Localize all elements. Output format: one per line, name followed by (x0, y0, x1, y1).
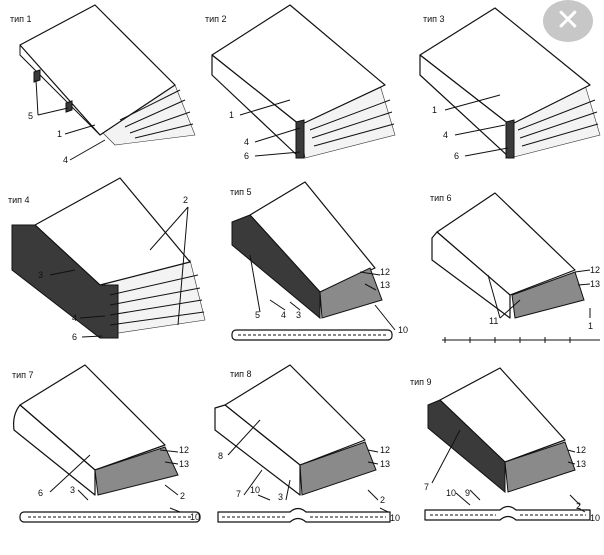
callout-label: 11 (489, 316, 498, 326)
page-lines (517, 99, 599, 147)
callout-label: 7 (424, 482, 429, 492)
panel-type-8: тип 8 12 13 8 7 10 3 2 10 (214, 364, 400, 523)
callout-label: 8 (218, 451, 223, 461)
panel-header: тип 2 (205, 14, 227, 24)
callout-label: 12 (179, 445, 189, 455)
callout-label: 2 (576, 501, 581, 511)
page-lines (109, 274, 205, 326)
page-lines (119, 89, 194, 139)
callout-label: 10 (590, 513, 600, 523)
case-board (217, 507, 391, 523)
callout-label: 4 (63, 155, 68, 165)
case-board (231, 329, 393, 341)
callout-label: 1 (432, 105, 437, 115)
case-board (424, 505, 591, 521)
callout-label: 10 (390, 513, 400, 523)
callout-label: 5 (255, 310, 260, 320)
callout-label: 1 (57, 129, 62, 139)
callout-label: 12 (576, 445, 586, 455)
callout-label: 13 (590, 279, 600, 289)
callout-label: 12 (380, 445, 390, 455)
panel-type-5: тип 5 12 13 5 4 3 10 (230, 181, 408, 341)
spine-mark (33, 69, 41, 83)
callout-label: 1 (229, 110, 234, 120)
panel-header: тип 3 (423, 14, 445, 24)
book-spine (11, 224, 119, 339)
book-spine (214, 404, 301, 496)
panel-type-9: тип 9 12 13 7 10 9 2 10 (410, 367, 600, 523)
callout-label: 12 (380, 267, 390, 277)
book-cover (19, 4, 176, 136)
panel-type-7: тип 7 12 13 6 3 2 10 (12, 364, 201, 523)
book-spine (13, 404, 96, 496)
book-spine (427, 399, 506, 494)
callout-label: 6 (454, 151, 459, 161)
panel-header: тип 7 (12, 370, 34, 380)
panel-header: тип 9 (410, 377, 432, 387)
callout-label: 6 (38, 488, 43, 498)
book-block (299, 441, 377, 496)
callout-label: 6 (72, 332, 77, 342)
callout-label: 13 (179, 459, 189, 469)
callout-label: 10 (398, 325, 408, 335)
book-block (504, 441, 576, 493)
callout-label: 4 (244, 137, 249, 147)
callout-label: 9 (465, 488, 470, 498)
book-spine (431, 231, 511, 319)
book-spine (231, 214, 321, 320)
callout-label: 4 (281, 310, 286, 320)
book-block (94, 446, 179, 496)
callout-label: 13 (380, 280, 390, 290)
callout-label: 4 (443, 130, 448, 140)
book-block (511, 271, 585, 319)
callout-label: 10 (190, 512, 200, 522)
callout-label: 3 (296, 310, 301, 320)
callout-label: 3 (38, 270, 43, 280)
callout-label: 2 (183, 195, 188, 205)
callout-label: 2 (180, 491, 185, 501)
book-block (319, 267, 383, 319)
panel-type-2: тип 2 1 4 6 (205, 4, 396, 161)
callout-label: 13 (380, 459, 390, 469)
callout-label: 12 (590, 265, 600, 275)
panel-type-4: тип 4 2 3 4 6 (8, 177, 206, 342)
close-button[interactable]: ✕ (543, 0, 593, 42)
spine-edge (505, 119, 515, 159)
callout-label: 5 (28, 111, 33, 121)
panel-type-1: тип 1 5 1 4 (10, 4, 196, 165)
spine-mark (65, 100, 73, 113)
page-lines (309, 99, 395, 147)
spine-edge (295, 119, 305, 159)
callout-label: 2 (380, 495, 385, 505)
panel-header: тип 8 (230, 369, 252, 379)
panel-type-3: тип 3 1 4 6 (419, 7, 601, 161)
panel-header: тип 5 (230, 187, 252, 197)
panel-type-6: тип 6 12 13 11 1 (430, 192, 600, 343)
close-icon[interactable]: ✕ (555, 3, 581, 38)
callout-label: 6 (244, 151, 249, 161)
callout-label: 1 (588, 321, 593, 331)
book-spine (19, 45, 101, 136)
callout-label: 3 (70, 485, 75, 495)
callout-label: 3 (278, 492, 283, 502)
callout-label: 4 (72, 313, 77, 323)
callout-label: 13 (576, 459, 586, 469)
callout-label: 10 (446, 488, 456, 498)
callout-label: 10 (250, 485, 260, 495)
panel-header: тип 6 (430, 193, 452, 203)
panel-header: тип 4 (8, 195, 30, 205)
callout-label: 7 (236, 489, 241, 499)
panel-header: тип 1 (10, 14, 32, 24)
